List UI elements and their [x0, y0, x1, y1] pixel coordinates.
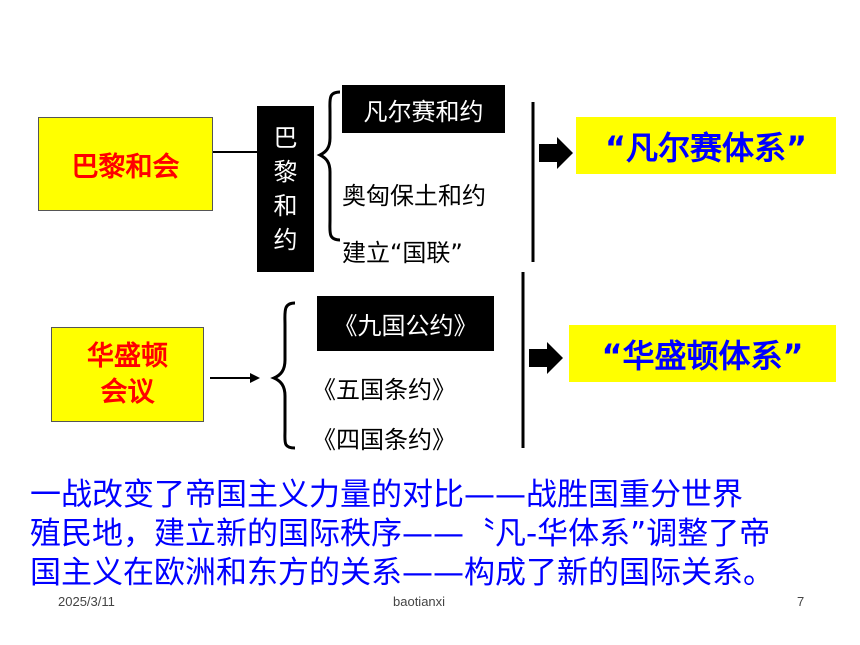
washington-system-box: “华盛顿体系” [569, 325, 836, 382]
paris-item-austria-treaties: 奥匈保土和约 [342, 182, 486, 210]
summary-line-1: 一战改变了帝国主义力量的对比——战胜国重分世界 [30, 477, 743, 513]
paris-conference-label: 巴黎和会 [71, 151, 180, 183]
washington-item-nine-power-box: 《九国公约》 [317, 296, 494, 351]
summary-line-3: 国主义在欧洲和东方的关系——构成了新的国际关系。 [30, 555, 774, 591]
paris-arrow [539, 137, 573, 169]
washington-connector-arrowhead [250, 373, 260, 383]
washington-conference-label-line2: 会议 [100, 376, 155, 408]
footer-date: 2025/3/11 [58, 594, 115, 609]
versailles-system-box: “凡尔赛体系” [576, 117, 836, 174]
washington-item-nine-power: 《九国公约》 [333, 312, 478, 340]
washington-brace [270, 301, 296, 450]
washington-item-four-power: 《四国条约》 [312, 426, 456, 454]
washington-conference-label-line1: 华盛顿 [87, 340, 168, 372]
washington-item-five-power: 《五国条约》 [312, 376, 456, 404]
paris-brace [316, 90, 341, 242]
paris-treaty-char: 巴 [273, 124, 298, 152]
paris-treaty-label-box: 巴 黎 和 约 [257, 106, 314, 272]
paris-treaty-char: 黎 [273, 158, 298, 186]
versailles-system-label: “凡尔赛体系” [604, 128, 808, 167]
footer-author: baotianxi [393, 594, 446, 609]
summary-line-2: 殖民地，建立新的国际秩序——〝凡-华体系”调整了帝 [30, 516, 771, 552]
paris-treaty-char: 和 [273, 192, 298, 220]
paris-conference-box: 巴黎和会 [38, 117, 213, 211]
paris-item-versailles: 凡尔赛和约 [363, 97, 484, 126]
paris-item-versailles-box: 凡尔赛和约 [342, 85, 505, 133]
paris-treaty-char: 约 [273, 226, 298, 254]
washington-conference-box: 华盛顿 会议 [51, 327, 204, 422]
washington-system-label: “华盛顿体系” [601, 336, 804, 375]
paris-item-league: 建立“国联” [342, 239, 463, 267]
footer-page-number: 7 [797, 594, 805, 609]
washington-arrow [529, 342, 563, 374]
